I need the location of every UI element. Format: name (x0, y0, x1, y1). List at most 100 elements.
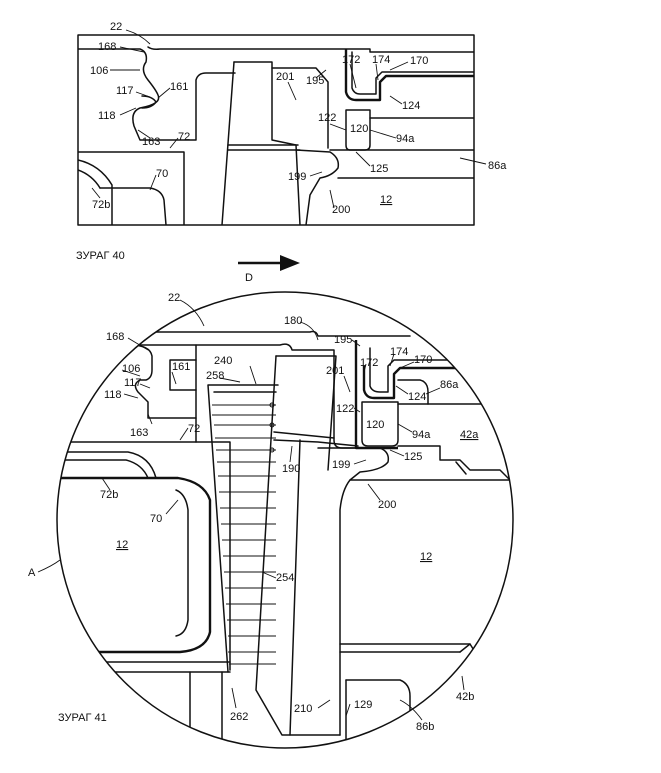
blade-mid (290, 440, 300, 735)
label-172: 172 (360, 357, 378, 369)
label-42b: 42b (456, 691, 474, 703)
leader-22 (126, 30, 150, 44)
leader-124 (390, 96, 402, 104)
label-72b: 72b (92, 199, 110, 211)
blade-band-2 (274, 440, 358, 446)
label-240: 240 (214, 355, 232, 367)
leader-72b (92, 188, 100, 198)
leader-122 (330, 124, 346, 130)
label-258: 258 (206, 370, 224, 382)
label-200: 200 (378, 499, 396, 511)
figure-41-caption: ЗУРАГ 41 (58, 712, 107, 724)
seal-70-curve (176, 490, 188, 636)
label-201: 201 (276, 71, 294, 83)
label-168: 168 (106, 331, 124, 343)
label-86a: 86a (488, 160, 507, 172)
leader-70 (166, 500, 178, 514)
label-254: 254 (276, 572, 294, 584)
label-117: 117 (116, 85, 134, 97)
label-106: 106 (122, 363, 140, 375)
label-168: 168 (98, 41, 116, 53)
label-124: 124 (408, 391, 426, 403)
leader-94a (370, 130, 396, 138)
leader-180 (300, 322, 318, 340)
label-117: 117 (124, 377, 142, 389)
seal-72b-inner (40, 460, 148, 478)
label-72: 72 (178, 131, 190, 143)
label-120: 120 (366, 419, 384, 431)
label-86a: 86a (440, 379, 459, 391)
label-122: 122 (318, 112, 336, 124)
label-210: 210 (294, 703, 312, 715)
leader-190 (290, 446, 292, 462)
leader-118 (124, 394, 138, 398)
leader-210 (318, 700, 330, 708)
label-106: 106 (90, 65, 108, 77)
label-A: A (28, 567, 36, 579)
leader-94a (398, 424, 412, 432)
label-94a: 94a (396, 133, 415, 145)
label-199: 199 (332, 459, 350, 471)
seal-72b (78, 160, 112, 225)
leader-199 (310, 172, 322, 176)
label-86b: 86b (416, 721, 434, 733)
seal-72b-inner (78, 170, 100, 188)
label-118: 118 (98, 110, 116, 122)
leader-240 (250, 366, 256, 384)
housing-22-top (40, 332, 410, 337)
label-170: 170 (414, 354, 432, 366)
label-125: 125 (370, 163, 388, 175)
blade-band (274, 432, 334, 438)
leader-72 (180, 428, 188, 440)
leader-170 (390, 62, 408, 70)
label-22: 22 (110, 21, 122, 33)
label-70: 70 (150, 513, 162, 525)
label-195: 195 (306, 75, 324, 87)
label-161: 161 (170, 81, 188, 93)
figure-41: 22 180 195 168 240 258 106 161 117 118 1… (28, 292, 513, 760)
label-12-right: 12 (420, 551, 432, 563)
label-180: 180 (284, 315, 302, 327)
label-122: 122 (336, 403, 354, 415)
label-125: 125 (404, 451, 422, 463)
seal-70 (40, 478, 210, 652)
label-190: 190 (282, 463, 300, 475)
lines-42b (340, 644, 470, 652)
honeycomb-240 (208, 385, 278, 672)
label-22: 22 (168, 292, 180, 304)
leader-262 (232, 688, 236, 708)
block-72 (40, 442, 230, 670)
label-12: 12 (380, 194, 392, 206)
leader-125 (356, 152, 370, 166)
housing-bottom-walls (190, 672, 222, 760)
label-172: 172 (342, 54, 360, 66)
label-94a: 94a (412, 429, 431, 441)
label-201: 201 (326, 365, 344, 377)
figure-40: 22 168 106 117 118 161 163 72 70 72b 201… (76, 21, 507, 262)
direction-label: D (245, 272, 253, 284)
leader-199 (354, 460, 366, 464)
leader-124 (396, 386, 408, 394)
label-70: 70 (156, 168, 168, 180)
label-129: 129 (354, 699, 372, 711)
label-163: 163 (130, 427, 148, 439)
label-195: 195 (334, 334, 352, 346)
leader-254 (262, 572, 276, 578)
housing-bottom (40, 662, 230, 672)
leader-172 (350, 64, 356, 88)
blade-left-edge (222, 62, 234, 225)
leader-22 (180, 300, 204, 326)
label-120: 120 (350, 123, 368, 135)
label-262: 262 (230, 711, 248, 723)
label-118: 118 (104, 389, 122, 401)
seal-172 (364, 366, 510, 398)
leader-A (38, 560, 60, 572)
leader-161 (158, 88, 170, 98)
label-170: 170 (410, 55, 428, 67)
housing-22-top (148, 47, 474, 52)
leader-161 (172, 372, 176, 384)
label-174: 174 (372, 54, 390, 66)
leader-200 (368, 484, 380, 500)
label-174: 174 (390, 346, 408, 358)
